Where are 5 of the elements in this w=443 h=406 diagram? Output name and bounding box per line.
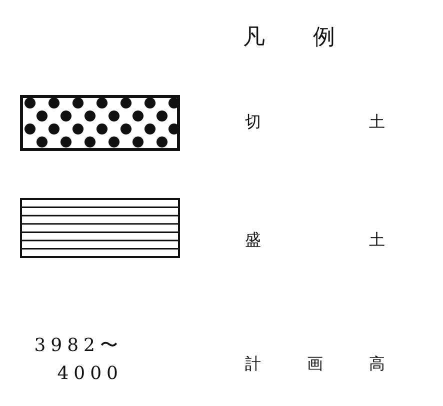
elevation-range-label: 3982〜 4000 [33,334,123,386]
legend-label: 計画高 [245,354,385,375]
legend-title: 凡例 [243,24,335,52]
legend-label: 切土 [245,112,385,133]
legend-label: 盛土 [245,230,385,251]
